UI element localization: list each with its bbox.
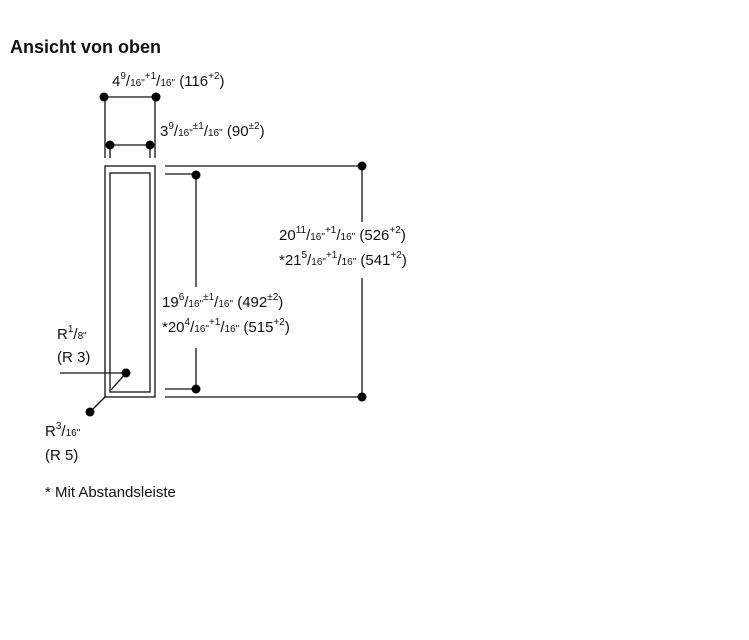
footnote: * Mit Abstandsleiste xyxy=(45,484,176,501)
outer-radius-label: R3/16" xyxy=(45,421,81,440)
outer-depth-spacer-label: *215/16"+1/16" (541+2) xyxy=(279,250,407,269)
inner-radius-mm: (R 3) xyxy=(57,349,91,366)
inner-depth-spacer-label: *204/16"+1/16" (515+2) xyxy=(162,317,290,336)
outer-radius-mm: (R 5) xyxy=(45,447,79,464)
inner-outline xyxy=(109,172,151,393)
outer-width-label: 49/16"+1/16" (116+2) xyxy=(112,71,225,90)
outer-outline xyxy=(104,165,156,398)
view-title: Ansicht von oben xyxy=(10,37,162,57)
outer-depth-label: 2011/16"+1/16" (526+2) xyxy=(279,225,406,244)
inner-depth-label: 196/16"±1/16" (492±2) xyxy=(162,292,284,311)
inner-width-label: 39/16"±1/16" (90±2) xyxy=(160,121,265,140)
inner-radius-label: R1/8" xyxy=(57,324,87,343)
